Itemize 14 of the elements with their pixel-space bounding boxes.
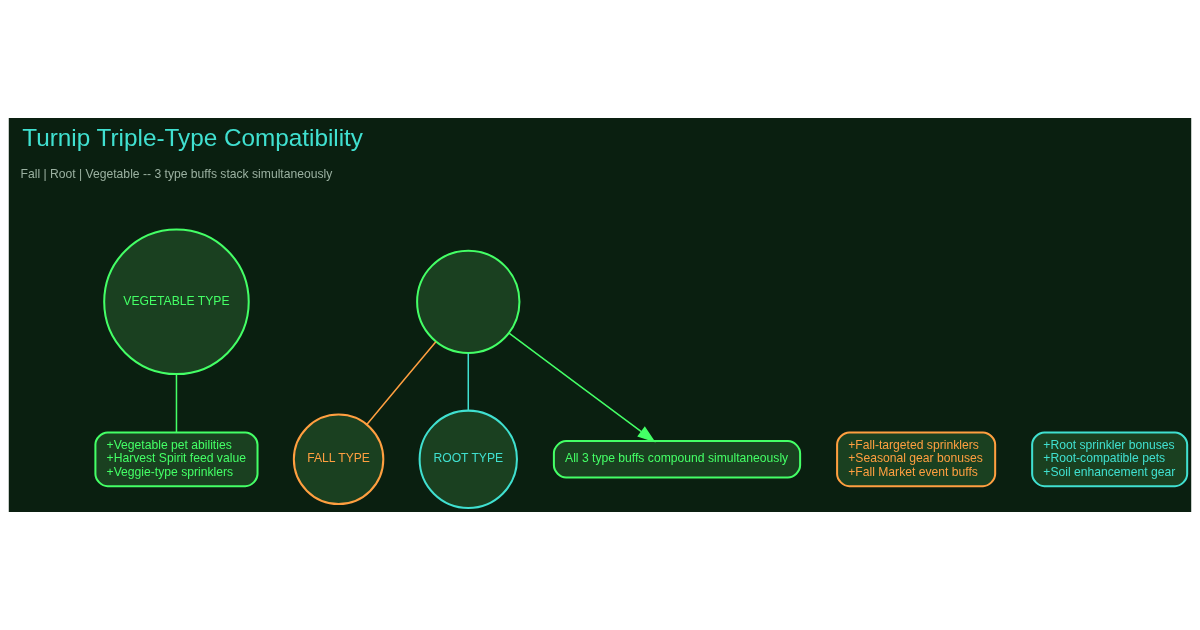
- node-circle: ROOT TYPE: [418, 409, 518, 509]
- arrow: [508, 332, 656, 443]
- node-circle: FALL TYPE: [292, 413, 385, 506]
- connector: [175, 373, 178, 434]
- connector: [366, 340, 437, 425]
- node-box: All 3 type buffs compound simultaneously: [552, 440, 802, 479]
- label: Fall | Root | Vegetable -- 3 type buffs stack simultaneously: [20, 166, 333, 181]
- node-box: +Root sprinkler bonuses +Root-compatible pets +Soil enhancement gear: [1031, 431, 1189, 488]
- node-box: +Fall-targeted sprinklers +Seasonal gear bonuses +Fall Market event buffs: [836, 431, 997, 488]
- connector: [467, 352, 470, 412]
- node-circle: VEGETABLE TYPE: [103, 228, 250, 376]
- node-box: +Vegetable pet abilities +Harvest Spirit feed value +Veggie-type sprinklers: [94, 431, 259, 488]
- node-circle: [416, 249, 521, 354]
- diagram-title: Turnip Triple-Type Compatibility: [22, 123, 364, 151]
